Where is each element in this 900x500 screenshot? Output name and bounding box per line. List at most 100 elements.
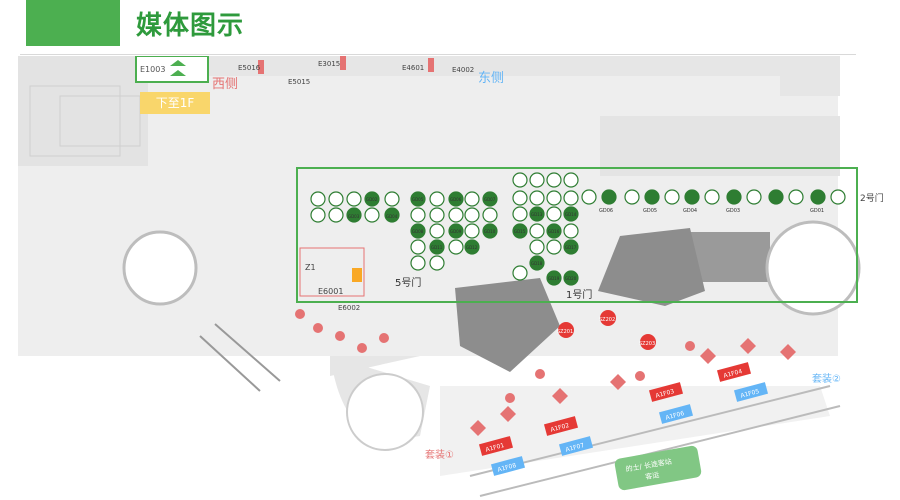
gd-circle [529,255,545,271]
gd-circle [429,191,445,207]
shop-label: E4601 [402,64,424,72]
sz-label: SZ203 [639,341,655,347]
gd-label: GD06 [450,197,462,202]
east-side-label: 东侧 [478,71,504,86]
gd-label: GD05 [412,197,424,202]
gd-circle [546,223,562,239]
gd-circle [482,191,498,207]
a1f-label: A1F03 [655,388,675,400]
a1f-label: A1F01 [485,442,505,454]
a1f-label: A1F07 [565,442,585,454]
shop-label: E1003 [140,65,165,74]
gate1-label: 1号门 [566,288,592,301]
down-1f-zone [140,92,210,114]
shop-label: E4002 [452,66,474,74]
red-diamond [610,374,626,390]
gd-label: GD03 [726,208,740,214]
gd-circle [512,172,528,188]
red-dot [535,369,545,379]
gd-circle [464,207,480,223]
red-diamond [470,420,486,436]
gd-circle [704,189,720,205]
gd-circle [563,190,579,206]
gd-circle [464,223,480,239]
shop-label: E6002 [338,304,360,312]
gd-circle [529,223,545,239]
red-dot [313,323,323,333]
red-dot [295,309,305,319]
gd-circle [624,189,640,205]
red-diamond [500,406,516,422]
gd-circle [512,265,528,281]
gd-circle [830,189,846,205]
header-divider [20,54,856,55]
gd-circle [726,189,742,205]
red-diamond [700,348,716,364]
gd-label: GD13 [531,212,543,217]
gd-code-labels: GD02 GD03 GD04 GD05 GD06 GD07 GD08 GD09 … [348,197,577,281]
taxi-station-sub-label: 客运 [645,470,660,481]
escalator-icon [170,60,186,66]
red-diamond [780,344,796,360]
gd-label: GD12 [466,245,478,250]
gd-circle [429,255,445,271]
gd-center-cluster [512,172,579,286]
red-dot [505,393,515,403]
a1f-tags [478,362,769,476]
gd-circle [410,239,426,255]
gd-label: GD15 [514,229,526,234]
media-zone-outline [296,167,858,303]
gd-circle [512,190,528,206]
gd-label: GD04 [683,208,697,214]
a1f-label: A1F04 [723,368,743,380]
red-diamond [552,388,568,404]
red-diamond [740,338,756,354]
gd-circle [410,207,426,223]
gd-circle [328,191,344,207]
gd-label: GD11 [431,245,443,250]
gd-circle [684,189,700,205]
gd-label: GD16 [548,229,560,234]
gd-circle [410,223,426,239]
gd-label: GD07 [484,197,496,202]
gd-circle [310,207,326,223]
header-accent-bar [26,0,120,46]
gd-label: GD08 [412,229,424,234]
a1f-red-tag [543,416,579,436]
a1f-red-tag [648,382,684,402]
gd-label: GD10 [484,229,496,234]
gd-label: GD09 [450,229,462,234]
gd-circle [529,239,545,255]
gd-label: GD02 [366,197,378,202]
a1f-label: A1F06 [665,410,685,422]
floor-plan-base [18,56,861,497]
a1f-blue-tag [733,382,769,402]
gd-circle [410,191,426,207]
gd-circle [810,189,826,205]
gd-circle [448,191,464,207]
red-dot [379,333,389,343]
gate5-label: 5号门 [395,276,421,289]
shop-label: E5016 [238,64,261,72]
gd-circle [546,239,562,255]
red-dot [357,343,367,353]
gd-mid-left-cluster [410,191,498,271]
gd-circle [512,223,528,239]
sz-label: SZ202 [599,317,615,323]
gd-left-cluster [310,191,400,223]
a1f-red-tag [478,436,514,456]
red-dot [635,371,645,381]
shop-label: E6001 [318,287,343,296]
gd-circle [546,190,562,206]
a1f-blue-tag [490,456,526,476]
a1f-red-tag [716,362,752,382]
shop-marker [340,56,346,70]
escalator-icon [170,70,186,76]
gd-circle [448,223,464,239]
gd-circle [410,255,426,271]
gd-circle [346,191,362,207]
shop-label: E5015 [288,78,310,86]
gd-circle [482,223,498,239]
gd-label: GD14 [565,212,577,217]
gd-label: GD05 [643,208,657,214]
